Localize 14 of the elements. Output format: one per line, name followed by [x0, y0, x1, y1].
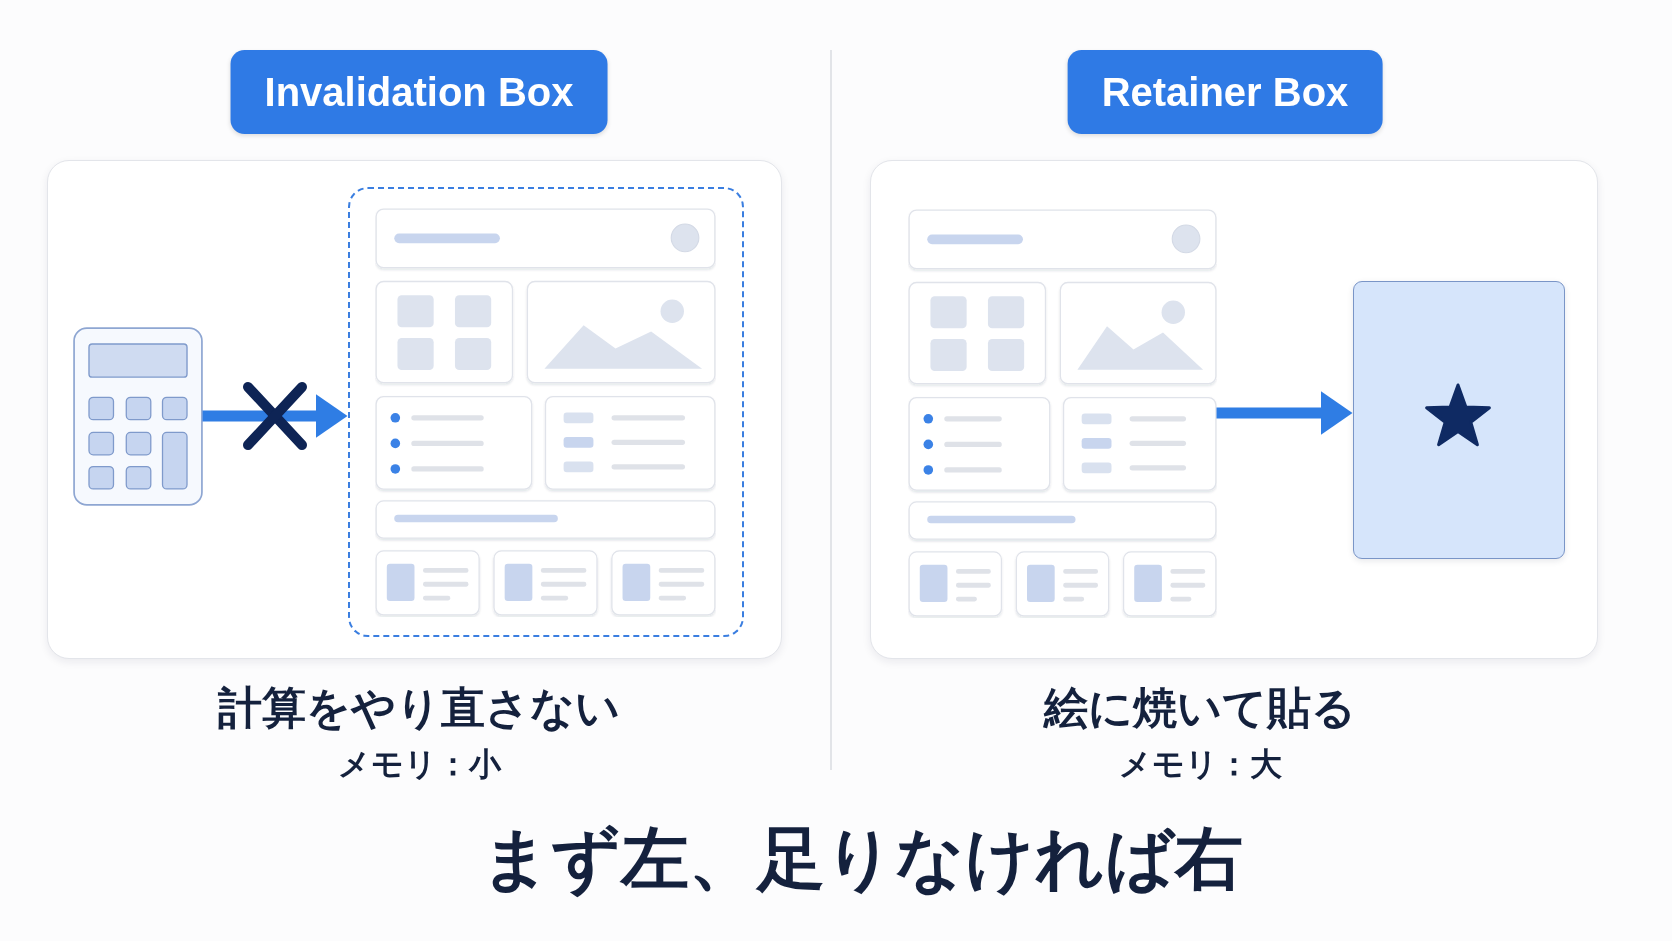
- calculator-icon: [72, 326, 203, 506]
- note-text: メモリ：小: [337, 745, 501, 784]
- section-heading: Retainer Box: [1067, 50, 1383, 134]
- note-text: メモリ：大: [1118, 745, 1282, 784]
- arrow: [202, 394, 348, 438]
- ui-mockup-illustration: [907, 208, 1217, 618]
- ui-mockup-illustration: [375, 208, 716, 617]
- dashed-frame: [347, 186, 744, 637]
- summary-caption: まず左、足りなければ右: [481, 819, 1243, 898]
- section-heading: Invalidation Box: [230, 50, 608, 134]
- image-card: [1352, 280, 1565, 559]
- caption-text: 絵に焼いて貼る: [1044, 682, 1356, 734]
- arrow: [1216, 391, 1353, 435]
- caption-text: 計算をやり直さない: [218, 682, 620, 734]
